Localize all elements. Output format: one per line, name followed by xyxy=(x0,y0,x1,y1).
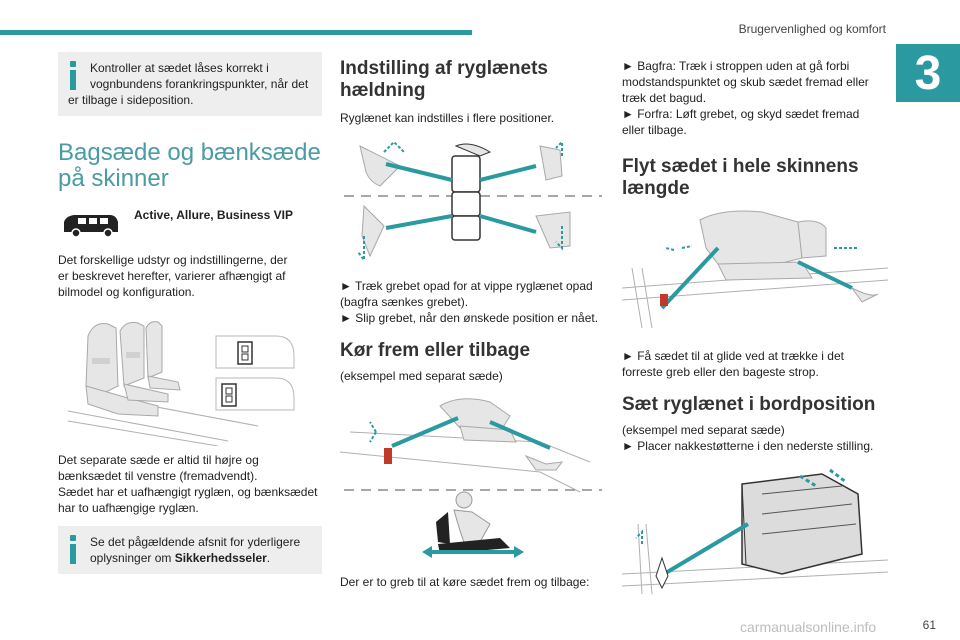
steps-paragraph: ► Træk grebet opad for at vippe ryglænet… xyxy=(340,279,599,325)
full-rail-slide-illustration xyxy=(622,210,888,329)
note-line: oplysninger om Sikkerhedsseler. xyxy=(90,551,271,565)
info-note-lock: Kontroller at sædet låses korrekt i vogn… xyxy=(58,52,322,116)
intro-text: Ryglænet kan indstilles i flere position… xyxy=(340,111,555,125)
chapter-number-tab: 3 xyxy=(896,44,960,102)
versions-label: Active, Allure, Business VIP xyxy=(134,208,293,222)
info-note-seatbelts: Se det pågældende afsnit for yderligere … xyxy=(58,526,322,574)
steps-paragraph: ► Få sædet til at glide ved at trække i … xyxy=(622,349,844,379)
table-position-illustration xyxy=(622,468,888,595)
subtitle-text: (eksempel med separat sæde) ► Placer nak… xyxy=(622,423,874,453)
steps-paragraph: ► Bagfra: Træk i stroppen uden at gå for… xyxy=(622,59,869,137)
intro-paragraph: Det forskellige udstyr og indstillingern… xyxy=(58,253,288,299)
header-accent-bar xyxy=(0,30,472,35)
seat-slide-illustration xyxy=(340,398,602,558)
footer-text: Der er to greb til at køre sædet frem og… xyxy=(340,575,590,589)
description-paragraph: Det separate sæde er altid til højre og … xyxy=(58,453,318,515)
note-line: vognbundens forankringspunkter, når det xyxy=(90,77,309,91)
info-icon xyxy=(68,535,78,565)
column-3: ► Bagfra: Træk i stroppen uden at gå for… xyxy=(622,58,888,604)
page-number: 61 xyxy=(922,618,936,632)
note-line: Se det pågældende afsnit for yderligere xyxy=(90,535,301,549)
section-title: Bagsæde og bænksæde på skinner xyxy=(58,139,321,192)
van-topview-icon xyxy=(215,335,295,411)
section-title: Indstilling af ryglænets hældning xyxy=(340,58,548,101)
info-icon xyxy=(68,61,78,91)
section-title: Flyt sædet i hele skinnens længde xyxy=(622,156,859,199)
backrest-tilt-illustration xyxy=(344,139,602,263)
versions-row: Active, Allure, Business VIP xyxy=(58,208,322,240)
seatbelts-reference: Sikkerhedsseler xyxy=(174,551,267,565)
note-line: er tilbage i sideposition. xyxy=(68,93,194,107)
note-line: Kontroller at sædet låses korrekt i xyxy=(90,61,269,75)
chapter-title: Brugervenlighed og komfort xyxy=(738,22,886,36)
column-2: Indstilling af ryglænets hældning Ryglæn… xyxy=(340,58,606,590)
subtitle-text: (eksempel med separat sæde) xyxy=(340,369,503,383)
watermark: carmanualsonline.info xyxy=(740,619,877,635)
rail-seats-illustration xyxy=(67,321,295,446)
van-icon xyxy=(64,215,118,238)
section-title: Sæt ryglænet i bordposition xyxy=(622,394,876,415)
section-title: Kør frem eller tilbage xyxy=(340,340,531,361)
column-1: Kontroller at sædet låses korrekt i vogn… xyxy=(58,52,322,574)
